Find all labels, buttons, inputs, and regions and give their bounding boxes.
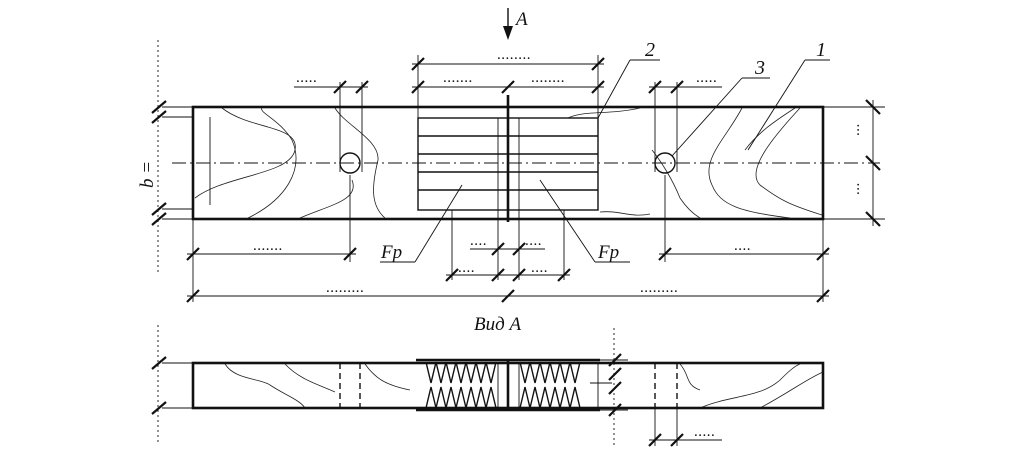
dim-overlay-left: ....... [443,70,473,86]
hole-gap-dimensions: ..... ..... [294,70,722,172]
dim-hole-right-gap: ..... [696,70,717,86]
dim-half-left: ......... [326,280,364,296]
dim-overlay-total: ........ [497,47,531,63]
wood-grain [194,107,823,219]
dim-lower-left: .... [458,260,475,276]
width-symbol: b = [137,161,158,188]
dim-hole-left-gap: ..... [296,70,317,86]
force-label-left: Fp [380,242,402,263]
item-leaders: 2 3 1 [597,39,830,157]
item-label-3: 3 [754,57,765,79]
view-arrow-label: A [514,9,528,30]
item-label-1: 1 [816,39,826,61]
dim-right-to-hole: .... [734,238,751,254]
overlay-dimensions: ........ ....... ........ [411,47,605,118]
view-a-title: Вид A [474,314,521,335]
item-label-2: 2 [645,39,655,61]
joint-overlay [417,95,599,222]
plan-teeth [425,361,581,409]
dim-left-to-hole: ....... [253,238,283,254]
width-dimension: b = [137,40,193,275]
view-arrow-a: A [503,8,528,40]
plan-view: ..... [151,325,825,447]
force-labels: Fp Fp [380,179,630,263]
dim-center-left: .... [470,233,487,249]
dim-plan-hole-gap: ..... [694,424,715,440]
right-edge-dimensions: ... ... [823,99,885,227]
dim-center-right: .... [525,233,542,249]
bottom-dimensions: ....... .... ......... ......... [186,175,830,303]
dim-overlay-right: ........ [531,70,565,86]
joint-lower-dimensions: .... .... .... .... [445,210,571,282]
plan-wood-grain [224,363,824,409]
front-view: A ........ ....... ........ ..... [137,8,885,303]
force-label-right: Fp [597,242,619,263]
dim-edge-bottom: ... [847,182,863,195]
dim-lower-right: .... [531,260,548,276]
dim-edge-top: ... [847,123,863,136]
dim-half-right: ......... [640,280,678,296]
